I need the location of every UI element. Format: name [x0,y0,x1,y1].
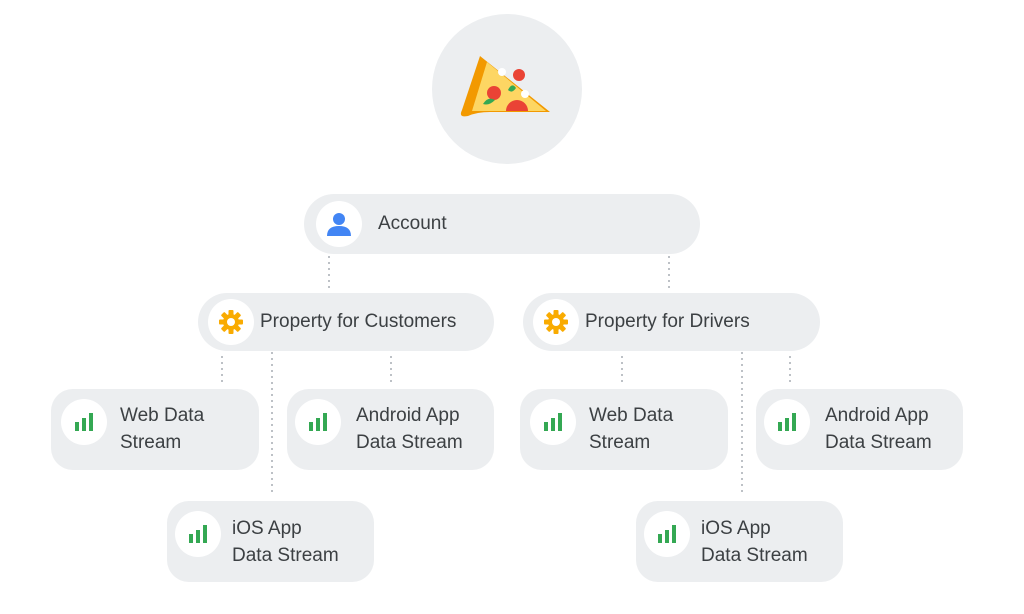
logo-circle [432,14,582,164]
stream-icon-circle [175,511,221,557]
stream-label: Android App Data Stream [356,405,463,453]
bar-chart-icon [658,525,676,543]
stream-icon-circle [530,399,576,445]
stream-label: Web Data Stream [589,405,674,453]
bar-chart-icon [189,525,207,543]
stream-drivers-android[interactable]: Android App Data Stream [756,389,963,470]
gear-icon [219,310,243,334]
stream-icon-circle [644,511,690,557]
bar-chart-icon [544,413,562,431]
property-drivers-icon-circle [533,299,579,345]
pizza-slice-icon [460,56,550,117]
bar-chart-icon [778,413,796,431]
account-node[interactable]: Account [304,194,700,254]
person-icon [327,213,351,236]
stream-customers-ios[interactable]: iOS App Data Stream [167,501,374,582]
property-customers-node[interactable]: Property for Customers [198,293,494,351]
stream-customers-android[interactable]: Android App Data Stream [287,389,494,470]
bar-chart-icon [309,413,327,431]
stream-label: Android App Data Stream [825,405,932,453]
property-drivers-node[interactable]: Property for Drivers [523,293,820,351]
gear-icon [544,310,568,334]
stream-icon-circle [764,399,810,445]
account-icon-circle [316,201,362,247]
stream-icon-circle [61,399,107,445]
stream-label: iOS App Data Stream [232,518,339,566]
property-customers-icon-circle [208,299,254,345]
stream-label: Web Data Stream [120,405,205,453]
property-customers-label: Property for Customers [260,311,457,332]
bar-chart-icon [75,413,93,431]
stream-customers-web[interactable]: Web Data Stream [51,389,259,470]
property-drivers-label: Property for Drivers [585,311,750,332]
stream-drivers-ios[interactable]: iOS App Data Stream [636,501,843,582]
stream-label: iOS App Data Stream [701,518,808,566]
stream-drivers-web[interactable]: Web Data Stream [520,389,728,470]
account-label: Account [378,213,447,234]
stream-icon-circle [295,399,341,445]
